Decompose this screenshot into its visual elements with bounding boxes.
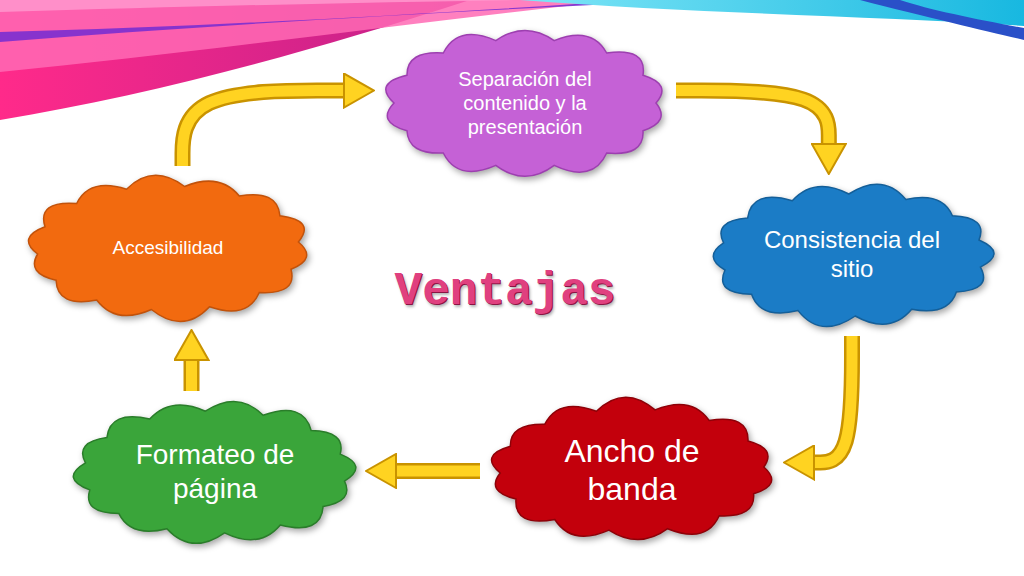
swoosh-band — [0, 0, 520, 12]
cloud-box: Separación del contenido y la presentaci… — [380, 25, 670, 181]
cloud-outline — [73, 401, 356, 543]
cycle-arrow — [676, 91, 829, 144]
cloud-text-group: Ancho de banda — [542, 432, 722, 509]
cloud-shape — [486, 395, 778, 545]
swoosh-band — [0, 0, 700, 42]
arrow-outline — [814, 336, 852, 463]
cloud-text-group: Formateo de página — [130, 438, 300, 505]
arrow-shaft — [183, 91, 345, 166]
cloud-outline — [713, 184, 994, 326]
cycle-arrow — [814, 336, 852, 463]
cloud-outline — [492, 397, 772, 539]
arrow-outline — [676, 91, 829, 144]
cloud-label: Ancho de banda — [542, 432, 722, 509]
cloud-shape — [70, 397, 360, 547]
arrow-outline — [184, 360, 200, 391]
cycle-arrow — [396, 471, 480, 472]
cloud-label: Accesibilidad — [113, 237, 224, 260]
cloud-text-group: Consistencia del sitio — [762, 226, 942, 284]
cycle-arrow — [183, 91, 345, 166]
arrow-shaft — [676, 91, 829, 144]
cloud-box: Consistencia del sitio — [707, 180, 997, 330]
cloud-box: Accesibilidad — [23, 172, 313, 324]
cloud-box: Ancho de banda — [486, 395, 778, 545]
cloud-box: Formateo de página — [70, 397, 360, 547]
cloud-text-group: Separación del contenido y la presentaci… — [438, 67, 613, 139]
cloud-label: Separación del contenido y la presentaci… — [438, 67, 613, 139]
cycle-arrow — [191, 360, 192, 391]
slide-title: Ventajas — [395, 266, 616, 318]
arrow-shaft — [186, 360, 197, 391]
cloud-text-group: Accesibilidad — [113, 237, 224, 260]
cloud-label: Consistencia del sitio — [762, 226, 942, 284]
cloud-label: Formateo de página — [130, 438, 300, 505]
arrow-outline — [396, 463, 480, 479]
arrow-shaft — [396, 466, 480, 477]
cloud-outline — [28, 175, 306, 321]
cloud-outline — [386, 30, 662, 176]
arrow-shaft — [814, 336, 852, 463]
swoosh-band — [860, 0, 1024, 40]
arrow-outline — [183, 91, 345, 166]
